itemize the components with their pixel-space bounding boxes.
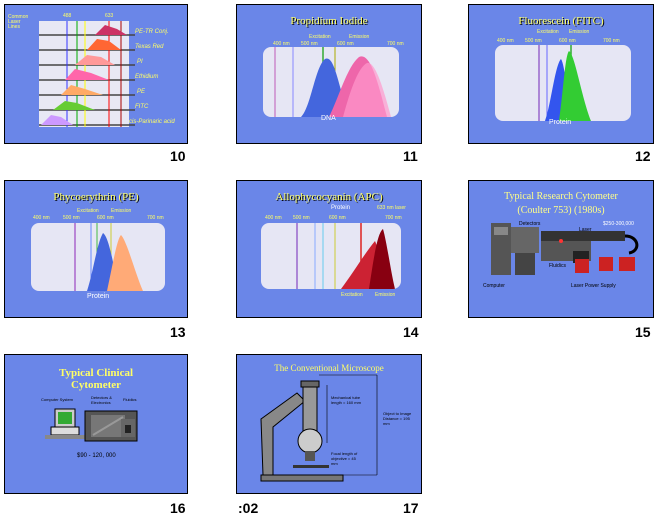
axis-700: 700 nm: [603, 38, 620, 44]
slide-number-15: 15: [635, 324, 651, 340]
microscope-diagram: [260, 374, 378, 482]
excitation-label: Excitation: [341, 292, 363, 298]
detectors-label: Detectors: [519, 221, 541, 227]
spectrum-chart: [296, 223, 395, 289]
spectrum-panel: [31, 223, 165, 291]
price-label: $90 - 120, 000: [77, 453, 116, 459]
slide-number-16: 16: [170, 500, 186, 516]
slide-number-11: 11: [403, 148, 418, 164]
spectrum-chart: [538, 45, 591, 121]
slide-number-10: 10: [170, 148, 186, 164]
price-label: $250-300,000: [603, 221, 634, 227]
tube-length-label: Mechanical tube length = 160 mm: [331, 395, 361, 405]
excitation-label: Excitation: [309, 34, 331, 40]
laser-lines-label: Common Laser Lines: [8, 14, 29, 30]
excitation-label: Excitation: [537, 29, 559, 35]
slide-12-thumbnail[interactable]: Fluorescein (FITC) Excitation Emission 4…: [468, 4, 654, 144]
dna-label: DNA: [321, 115, 336, 122]
axis-500: 500 nm: [293, 215, 310, 221]
slide-title: Phycoerythrin (PE): [53, 191, 139, 203]
axis-400: 400 nm: [33, 215, 50, 221]
research-cytometer-illustration: [491, 223, 639, 275]
slide-15-thumbnail[interactable]: Typical Research Cytometer (Coulter 753)…: [468, 180, 654, 318]
slide-title: Allophycocyanin (APC): [275, 191, 383, 203]
slide-number-13: 13: [170, 324, 186, 340]
slide-title-line2: (Coulter 753) (1980s): [517, 205, 605, 216]
dye-label-pe: PE: [137, 89, 146, 95]
dye-label-pe-tr: PE-TR Conj.: [135, 29, 169, 35]
laser-lines-chart: [39, 21, 135, 127]
detectors-electronics-label: Detectors & Electronics: [91, 395, 112, 405]
axis-400: 400 nm: [273, 41, 290, 47]
excitation-label: Excitation: [77, 208, 99, 214]
spectrum-chart: [74, 223, 143, 291]
slide-title-line1: Typical Clinical: [58, 367, 134, 379]
focal-length-label: Focal length of objective = 45 mm: [331, 451, 358, 466]
emission-label: Emission: [569, 29, 590, 35]
axis-600: 600 nm: [559, 38, 576, 44]
axis-700: 700 nm: [387, 41, 404, 47]
axis-700: 700 nm: [147, 215, 164, 221]
fluidics-label: Fluidics: [549, 263, 566, 269]
axis-600: 600 nm: [329, 215, 346, 221]
protein-label: Protein: [87, 293, 110, 300]
axis-500: 500 nm: [525, 38, 542, 44]
computer-label: Computer: [483, 283, 505, 289]
slide-title: The Conventional Microscope: [274, 363, 384, 373]
slide-17-thumbnail[interactable]: The Conventional Microscope Mechanical t…: [236, 354, 422, 494]
clinical-cytometer-illustration: [45, 408, 138, 442]
slide-10-thumbnail[interactable]: Common Laser Lines 488 633 PE-TR Conj. T…: [4, 4, 188, 144]
dye-label-texas-red: Texas Red: [135, 44, 164, 50]
protein-label: Protein: [331, 205, 351, 211]
protein-label: Protein: [549, 119, 572, 126]
dye-label-pi: PI: [137, 59, 143, 65]
axis-400: 400 nm: [265, 215, 282, 221]
slide-title-line2: Cytometer: [70, 379, 122, 391]
laser-label: 633 nm laser: [377, 205, 406, 211]
computer-system-label: Computer System: [41, 397, 74, 402]
object-image-distance-label: Object to Image Distance = 195 mm: [383, 411, 412, 426]
axis-500: 500 nm: [63, 215, 80, 221]
spectrum-chart: [274, 47, 391, 117]
slide-number-17: 17: [403, 500, 419, 516]
dye-label-fitc: FITC: [135, 104, 149, 110]
emission-label: Emission: [111, 208, 132, 214]
slide-title: Propidium Iodide: [290, 15, 368, 27]
slide-11-thumbnail[interactable]: Propidium Iodide Excitation Emission 400…: [236, 4, 422, 144]
slide-13-thumbnail[interactable]: Phycoerythrin (PE) Excitation Emission 4…: [4, 180, 188, 318]
slide-time-label: :02: [238, 500, 259, 516]
emission-label: Emission: [375, 292, 396, 298]
slide-title-line1: Typical Research Cytometer: [504, 191, 618, 202]
laser-power-supply-label: Laser Power Supply: [571, 283, 616, 289]
slide-14-thumbnail[interactable]: Allophycocyanin (APC) 633 nm laser Prote…: [236, 180, 422, 318]
axis-600: 600 nm: [337, 41, 354, 47]
slide-title: Fluorescein (FITC): [518, 15, 604, 27]
dye-label-ethidium: Ethidium: [135, 74, 159, 80]
spectrum-panel: [261, 223, 401, 289]
slide-16-thumbnail[interactable]: Typical Clinical Cytometer Computer Syst…: [4, 354, 188, 494]
axis-700: 700 nm: [385, 215, 402, 221]
slide-number-12: 12: [635, 148, 651, 164]
slide-number-14: 14: [403, 324, 419, 340]
label-488: 488: [63, 13, 72, 19]
spectrum-panel: [263, 47, 399, 117]
laser-label: Laser: [579, 227, 592, 233]
axis-400: 400 nm: [497, 38, 514, 44]
fluidics-label: Fluidics: [123, 397, 137, 402]
axis-500: 500 nm: [301, 41, 318, 47]
axis-600: 600 nm: [97, 215, 114, 221]
spectrum-panel: [495, 45, 631, 121]
label-633: 633: [105, 13, 114, 19]
dye-label-cis-parinaric: cis-Parinaric acid: [129, 119, 175, 125]
emission-label: Emission: [349, 34, 370, 40]
